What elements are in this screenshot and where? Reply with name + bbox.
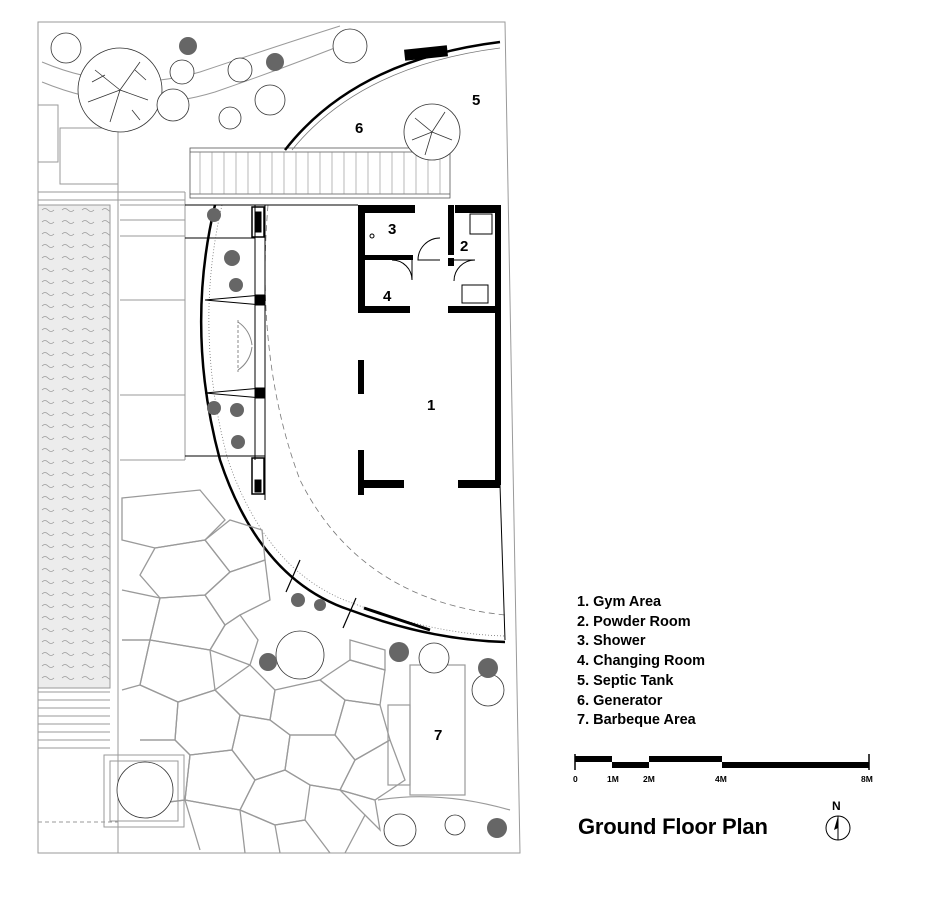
- pool: [37, 204, 118, 823]
- room-number-7: 7: [434, 727, 442, 744]
- room-number-1: 1: [427, 397, 435, 414]
- drawing-title: Ground Floor Plan: [578, 814, 768, 839]
- legend-item: 5. Septic Tank: [577, 672, 674, 689]
- scale-label-0: 0: [573, 774, 578, 784]
- room-number-2: 2: [460, 238, 468, 255]
- building-thin-lines: [268, 204, 506, 641]
- flagstone-paving: [121, 489, 406, 854]
- legend-item: 7. Barbeque Area: [577, 712, 696, 729]
- legend-item: 3. Shower: [577, 633, 646, 650]
- scale-bar: 0 1M 2M 4M 8M: [573, 754, 873, 784]
- room-number-4: 4: [383, 288, 392, 305]
- deck: [189, 147, 451, 199]
- legend-item: 4. Changing Room: [577, 653, 706, 670]
- room-number-5: 5: [472, 92, 480, 109]
- landscape-trees: [50, 28, 505, 847]
- scale-label-1m: 1M: [607, 774, 619, 784]
- legend-item: 6. Generator: [577, 692, 663, 709]
- north-arrow-icon: N: [825, 799, 851, 841]
- room-number-3: 3: [388, 221, 396, 238]
- landscape-palms: [179, 37, 507, 838]
- room-number-6: 6: [355, 120, 363, 137]
- curved-outer-wall: [199, 40, 506, 644]
- north-label: N: [832, 799, 841, 813]
- building-walls: [358, 205, 501, 495]
- planter: [103, 754, 185, 828]
- pergola-lines: [185, 204, 268, 500]
- scale-label-4m: 4M: [715, 774, 727, 784]
- legend-item: 1. Gym Area: [577, 594, 662, 610]
- legend-item: 2. Powder Room: [577, 613, 691, 630]
- scale-label-8m: 8M: [861, 774, 873, 784]
- room-legend: 1. Gym Area 2. Powder Room 3. Shower 4. …: [577, 593, 705, 731]
- scale-label-2m: 2M: [643, 774, 655, 784]
